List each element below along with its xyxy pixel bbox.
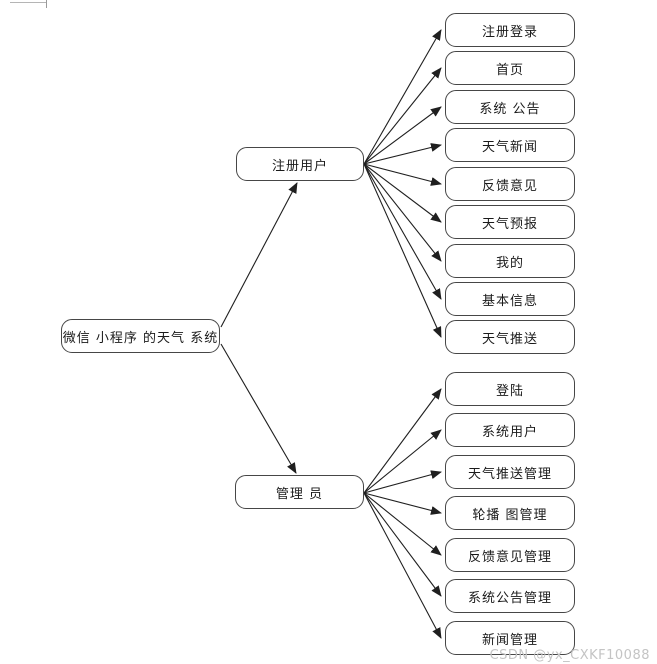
connector-user-0 — [363, 29, 442, 165]
node-user-func-home: 首页 — [445, 51, 575, 85]
connector-admin-0 — [363, 388, 442, 494]
connector-user-8 — [363, 163, 442, 338]
node-admin-func-feedback-mgmt: 反馈意见管理 — [445, 538, 575, 572]
node-user-func-basic-info: 基本信息 — [445, 282, 575, 316]
corner-artifact — [10, 0, 47, 8]
node-user-func-register-login: 注册登录 — [445, 13, 575, 47]
connector-user-4 — [363, 163, 442, 186]
connector-admin-3 — [363, 492, 442, 515]
connector-user-6 — [363, 163, 442, 262]
csdn-watermark: CSDN @yx_CXKF10088 — [489, 648, 650, 663]
connector-admin-5 — [363, 492, 442, 597]
node-actor-admin: 管理 员 — [235, 475, 364, 509]
connector-root-admin — [220, 343, 297, 474]
connector-admin-2 — [363, 470, 442, 494]
connector-root-user — [220, 182, 298, 328]
node-admin-func-login: 登陆 — [445, 372, 575, 406]
node-admin-func-system-users: 系统用户 — [445, 413, 575, 447]
node-user-func-announcement: 系统 公告 — [445, 90, 575, 124]
node-admin-func-announcement-mgmt: 系统公告管理 — [445, 579, 575, 613]
node-admin-func-push-mgmt: 天气推送管理 — [445, 455, 575, 489]
connector-admin-1 — [363, 429, 442, 494]
node-root: 微信 小程序 的天气 系统 — [61, 319, 220, 353]
connector-user-7 — [363, 163, 442, 300]
connector-user-2 — [363, 106, 442, 165]
connector-admin-4 — [363, 492, 442, 556]
node-user-func-feedback: 反馈意见 — [445, 167, 575, 201]
node-user-func-forecast: 天气预报 — [445, 205, 575, 239]
node-actor-registered-user: 注册用户 — [236, 147, 364, 181]
connector-admin-6 — [363, 492, 442, 639]
node-admin-func-carousel-mgmt: 轮播 图管理 — [445, 496, 575, 530]
connector-user-1 — [363, 67, 442, 165]
connector-user-5 — [363, 163, 442, 223]
node-user-func-weather-news: 天气新闻 — [445, 128, 575, 162]
node-user-func-mine: 我的 — [445, 244, 575, 278]
node-admin-func-news-mgmt: 新闻管理 — [445, 621, 575, 655]
node-user-func-weather-push: 天气推送 — [445, 320, 575, 354]
connector-user-3 — [363, 143, 442, 165]
